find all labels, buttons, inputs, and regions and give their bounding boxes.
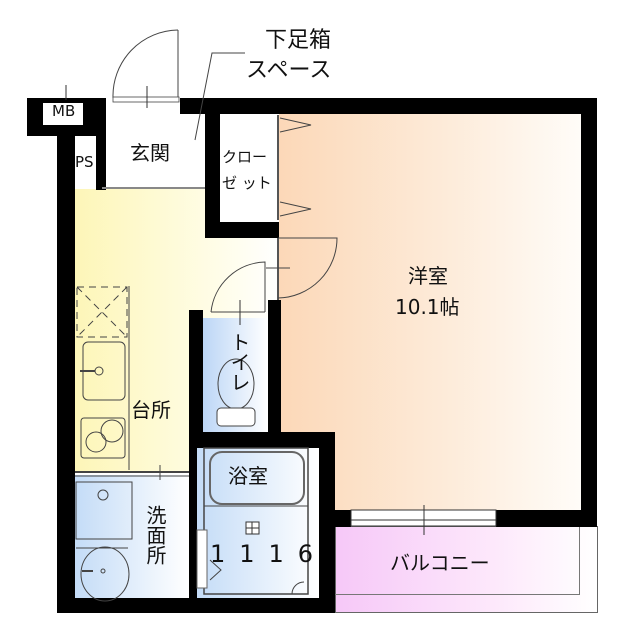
wall-western-bottom-left — [319, 510, 351, 527]
wall-toilet-bottom — [189, 432, 335, 448]
closet-label-line1: クロー — [222, 148, 268, 166]
wall-closet-bottom — [205, 222, 279, 238]
bath-label: 浴室 — [228, 464, 268, 488]
washroom-label: 洗面所 — [143, 505, 167, 565]
balcony-inner-rail — [335, 526, 580, 595]
wall-top-right — [180, 98, 597, 114]
closet-label-line2: ゼ ット — [222, 174, 272, 192]
closet-floor — [220, 114, 277, 222]
mb-box — [43, 103, 83, 125]
balcony-floor — [335, 526, 598, 613]
wall-closet-left — [205, 114, 220, 238]
entrance-label: 玄関 — [130, 141, 170, 165]
wall-western-bottom-right — [496, 510, 597, 527]
wall-bottom — [57, 598, 335, 613]
ps-box — [75, 136, 96, 188]
western-room-size: 10.1帖 — [395, 295, 460, 319]
ps-label: PS — [75, 153, 94, 171]
kitchen-label: 台所 — [131, 398, 171, 422]
bath-unit-size: 1116 — [210, 540, 328, 568]
wall-left — [57, 98, 75, 613]
wall-ps-right — [96, 98, 106, 190]
wall-wash-bath — [189, 448, 197, 598]
western-room-name: 洋室 — [408, 264, 448, 288]
balcony-label: バルコニー — [390, 551, 490, 575]
mb-label: MB — [52, 102, 76, 120]
wall-toilet-right — [268, 300, 281, 448]
shoe-box-callout-line2: スペース — [246, 58, 332, 83]
wall-toilet-left — [189, 310, 203, 432]
shoe-box-callout-line1: 下足箱 — [265, 28, 332, 53]
toilet-label: トイレ — [227, 332, 251, 392]
wall-right — [581, 98, 597, 527]
entrance-floor — [102, 114, 205, 189]
